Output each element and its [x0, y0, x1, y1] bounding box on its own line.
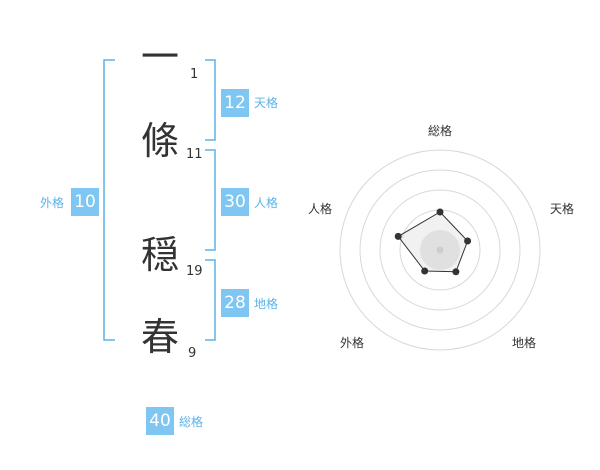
- jinkaku-score: 30: [221, 188, 249, 216]
- radar-point-gaikaku: [421, 267, 429, 275]
- chikaku-score: 28: [221, 289, 249, 317]
- radar-center-dot: [436, 246, 444, 254]
- radar-label-tenkaku: 天格: [550, 202, 575, 216]
- soukaku-label: 総格: [179, 415, 204, 429]
- radar-ring-2: [379, 189, 501, 311]
- radar-label-soukaku: 総格: [428, 124, 453, 138]
- radar-ring-4: [339, 149, 541, 351]
- name-char-2: 條: [140, 119, 179, 163]
- radar-point-chikaku: [452, 268, 460, 276]
- radar-point-tenkaku: [464, 237, 472, 245]
- gaikaku-label: 外格: [40, 196, 65, 210]
- name-char-1: 一: [140, 35, 179, 79]
- jinkaku-bracket: [205, 149, 216, 251]
- radar-label-chikaku: 地格: [512, 336, 537, 350]
- radar-points: [394, 208, 472, 276]
- radar-ring-3: [359, 169, 521, 331]
- tenkaku-score: 12: [221, 89, 249, 117]
- name-char-3: 穏: [140, 233, 179, 277]
- name-char-4: 春: [140, 315, 179, 359]
- tenkaku-label: 天格: [254, 96, 279, 110]
- radar-label-gaikaku: 外格: [340, 336, 365, 350]
- stroke-count-2: 11: [186, 147, 203, 162]
- radar-label-jinkaku: 人格: [308, 202, 333, 216]
- gaikaku-bracket: [103, 59, 115, 341]
- jinkaku-label: 人格: [254, 196, 279, 210]
- stroke-count-4: 9: [188, 346, 197, 361]
- chikaku-label: 地格: [254, 297, 279, 311]
- tenkaku-bracket: [205, 59, 216, 141]
- stroke-count-3: 19: [186, 264, 203, 279]
- gaikaku-score: 10: [71, 188, 99, 216]
- radar-point-jinkaku: [394, 232, 402, 240]
- stroke-count-1: 1: [190, 67, 199, 82]
- soukaku-score: 40: [146, 407, 174, 435]
- chikaku-bracket: [205, 259, 216, 341]
- radar-polygon: [397, 211, 469, 273]
- radar-point-soukaku: [436, 208, 444, 216]
